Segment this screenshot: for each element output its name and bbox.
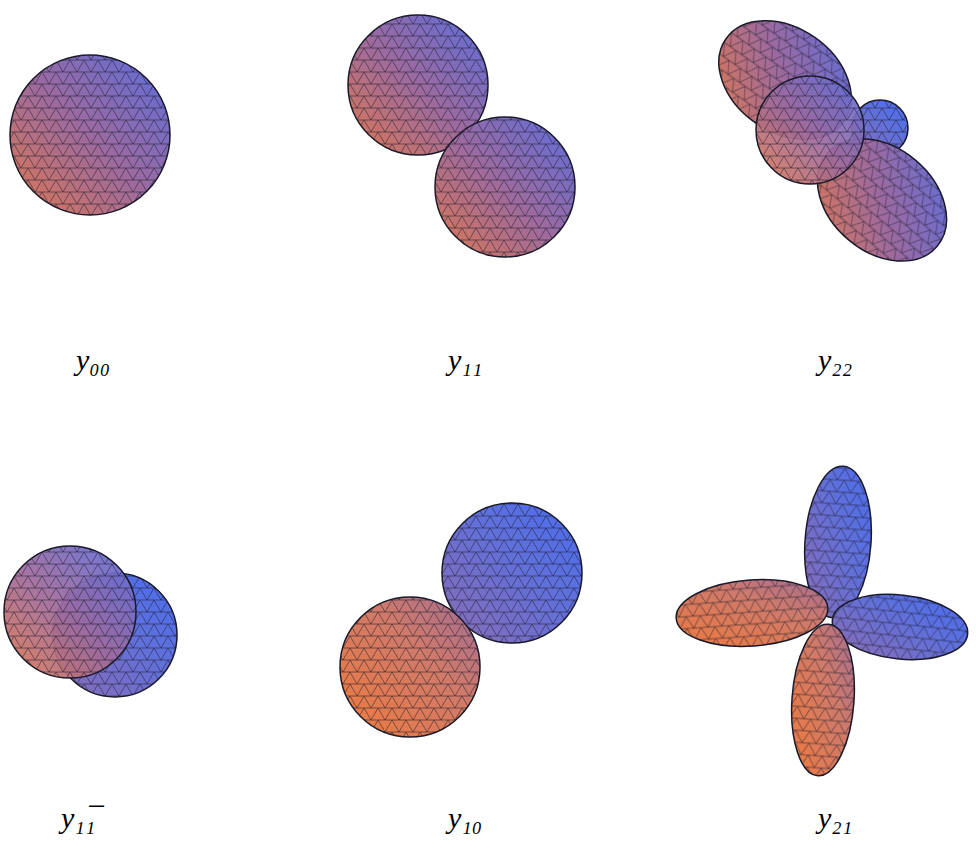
- harmonic-label: y₀₀: [76, 343, 110, 377]
- harmonic-label: y₁₀: [448, 801, 482, 835]
- lobes-y21: [674, 464, 971, 778]
- lobes-y22: [696, 0, 970, 286]
- sphere-y00: [10, 55, 170, 215]
- lobes-y11: [348, 15, 575, 257]
- lobes-y10: [340, 503, 582, 737]
- harmonic-label: y₂₂: [818, 343, 852, 377]
- lobes-y1-1: [4, 546, 177, 697]
- harmonic-label: y₁₁: [448, 343, 482, 377]
- harmonic-label: y₂₁: [818, 801, 852, 835]
- harmonic-label: y₁₁̅: [61, 801, 95, 835]
